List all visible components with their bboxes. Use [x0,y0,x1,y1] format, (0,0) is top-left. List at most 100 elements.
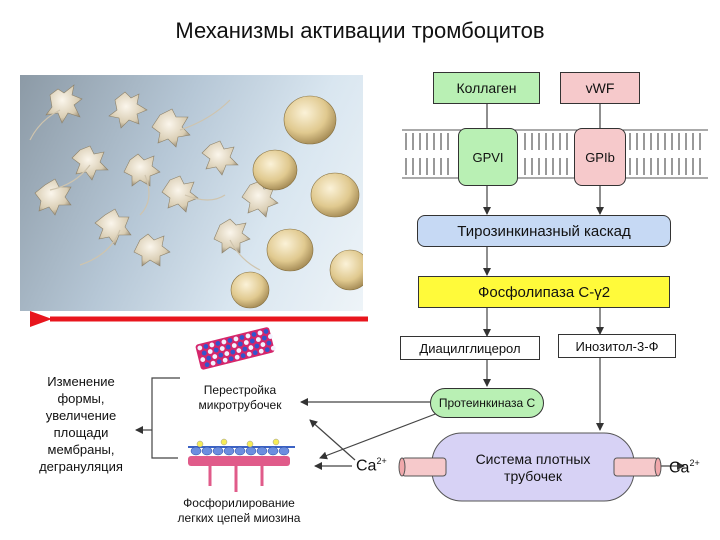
calcium-left-label: Ca2+ [356,456,387,475]
gpib-label: GPIb [585,149,615,165]
tubulin-subunit [210,360,216,366]
tubulin-subunit [230,349,236,355]
inositol-node: Инозитол-3-Ф [558,334,676,358]
tubulin-subunit [213,347,219,353]
myosin-head [212,446,224,456]
shape-change-line: Изменение [47,374,115,389]
tubulin-subunit [252,350,258,356]
tubulin-subunit [215,341,221,346]
calcium-right-charge: 2+ [689,458,700,468]
microtubule-line2: микротрубочек [198,398,282,412]
myosin-head [223,446,235,456]
calcium-left-symbol: Ca [356,457,377,475]
myosin-line2: легких цепей миозина [177,511,301,525]
protein-kinase-c-node: Протеинкиназа С [430,388,544,418]
shape-change-line: дегрануляция [39,459,123,474]
membrane-lipid-tails [405,133,701,175]
tubulin-subunit [261,335,267,341]
tubulin-subunit [258,348,264,354]
tubulin-subunit [266,340,272,346]
tubulin-subunit [222,357,228,363]
vwf-label: vWF [585,80,615,96]
myosin-illustration [188,438,295,492]
tubulin-subunit [201,350,207,356]
platelet-micrograph [20,75,363,311]
microtubule-line1: Перестройка [203,383,277,397]
tubulin-subunit [240,353,246,359]
shape-change-line: формы, [57,391,105,406]
myosin-phosphorylation-label: Фосфорилирование легких цепей миозина [160,496,318,526]
phospholipase-node: Фосфолипаза С-γ2 [418,276,670,308]
tyrosine-kinase-cascade-node: Тирозинкиназный каскад [417,215,671,247]
tubulin-subunit [206,355,212,361]
tubulin-subunit [242,346,248,352]
tubulin-subunit [270,345,276,351]
shape-change-line: мембраны, [47,442,115,457]
protein-kinase-c-label: Протеинкиназа С [438,396,536,410]
tubulin-subunit [239,335,245,340]
tubulin-subunit [260,342,266,347]
tubulin-subunit [221,339,227,345]
microtubule-rearrangement-label: Перестройка микротрубочек [180,383,300,413]
tubulin-subunit [212,354,218,359]
collagen-node: Коллаген [433,72,540,104]
tubulin-subunit [234,354,240,360]
bracket [151,377,180,459]
tubulin-subunit [248,345,254,350]
dense-tubular-system-line1: Система плотных [475,451,591,467]
shape-change-line: площади [53,425,109,440]
collagen-label: Коллаген [456,80,517,96]
myosin-head [278,446,290,456]
tubulin-subunit [236,348,242,353]
tubulin-subunit [204,362,210,368]
gpvi-receptor: GPVI [458,128,518,186]
cell-membrane [402,129,708,179]
ca-to-microtubules-arrow [309,419,356,461]
dense-tubular-system-line2: трубочек [504,468,562,484]
tubulin-subunit [209,342,215,348]
calcium-left-charge: 2+ [376,456,387,466]
tubulin-subunit [246,351,252,357]
tubulin-subunit [218,352,224,358]
calcium-right-symbol: Ca [669,459,690,477]
tubulin-subunit [267,334,273,339]
inositol-label: Инозитол-3-Ф [575,338,659,354]
microtubule-illustration [195,327,276,370]
calcium-channel-left [398,457,447,477]
pkc-to-myosin-arrow [319,412,439,460]
tubulin-subunit [227,338,233,343]
myosin-head [201,446,213,456]
tubulin-subunit [257,330,263,336]
calcium-channel-right [613,457,662,477]
phospholipase-label: Фосфолипаза С-γ2 [477,283,611,301]
tubulin-subunit [228,356,234,362]
myosin-head [267,446,279,456]
tubulin-subunit [254,343,260,349]
tubulin-subunit [225,344,231,350]
tubulin-subunit [224,351,230,356]
tubulin-subunit [255,337,261,342]
tubulin-subunit [216,359,222,365]
page-title: Механизмы активации тромбоцитов [175,18,545,43]
diacylglycerol-node: Диацилглицерол [400,336,540,360]
tubulin-subunit [203,344,209,349]
vwf-node: vWF [560,72,640,104]
gpib-receptor: GPIb [574,128,626,186]
myosin-head [245,446,257,456]
tubulin-subunit [263,329,269,334]
gpvi-label: GPVI [472,149,504,165]
platelet-micrograph-image [29,84,363,309]
calcium-right-label: Ca2+ [669,458,700,477]
tubulin-subunit [249,338,255,344]
dense-tubular-system-label: Система плотных трубочек [455,451,611,485]
tubulin-subunit [243,340,249,345]
myosin-head [190,446,202,456]
myosin-head [234,446,246,456]
tubulin-subunit [251,332,257,337]
tubulin-subunit [219,346,225,351]
myosin-line1: Фосфорилирование [183,496,295,510]
tubulin-subunit [264,347,270,353]
tubulin-subunit [245,333,251,339]
